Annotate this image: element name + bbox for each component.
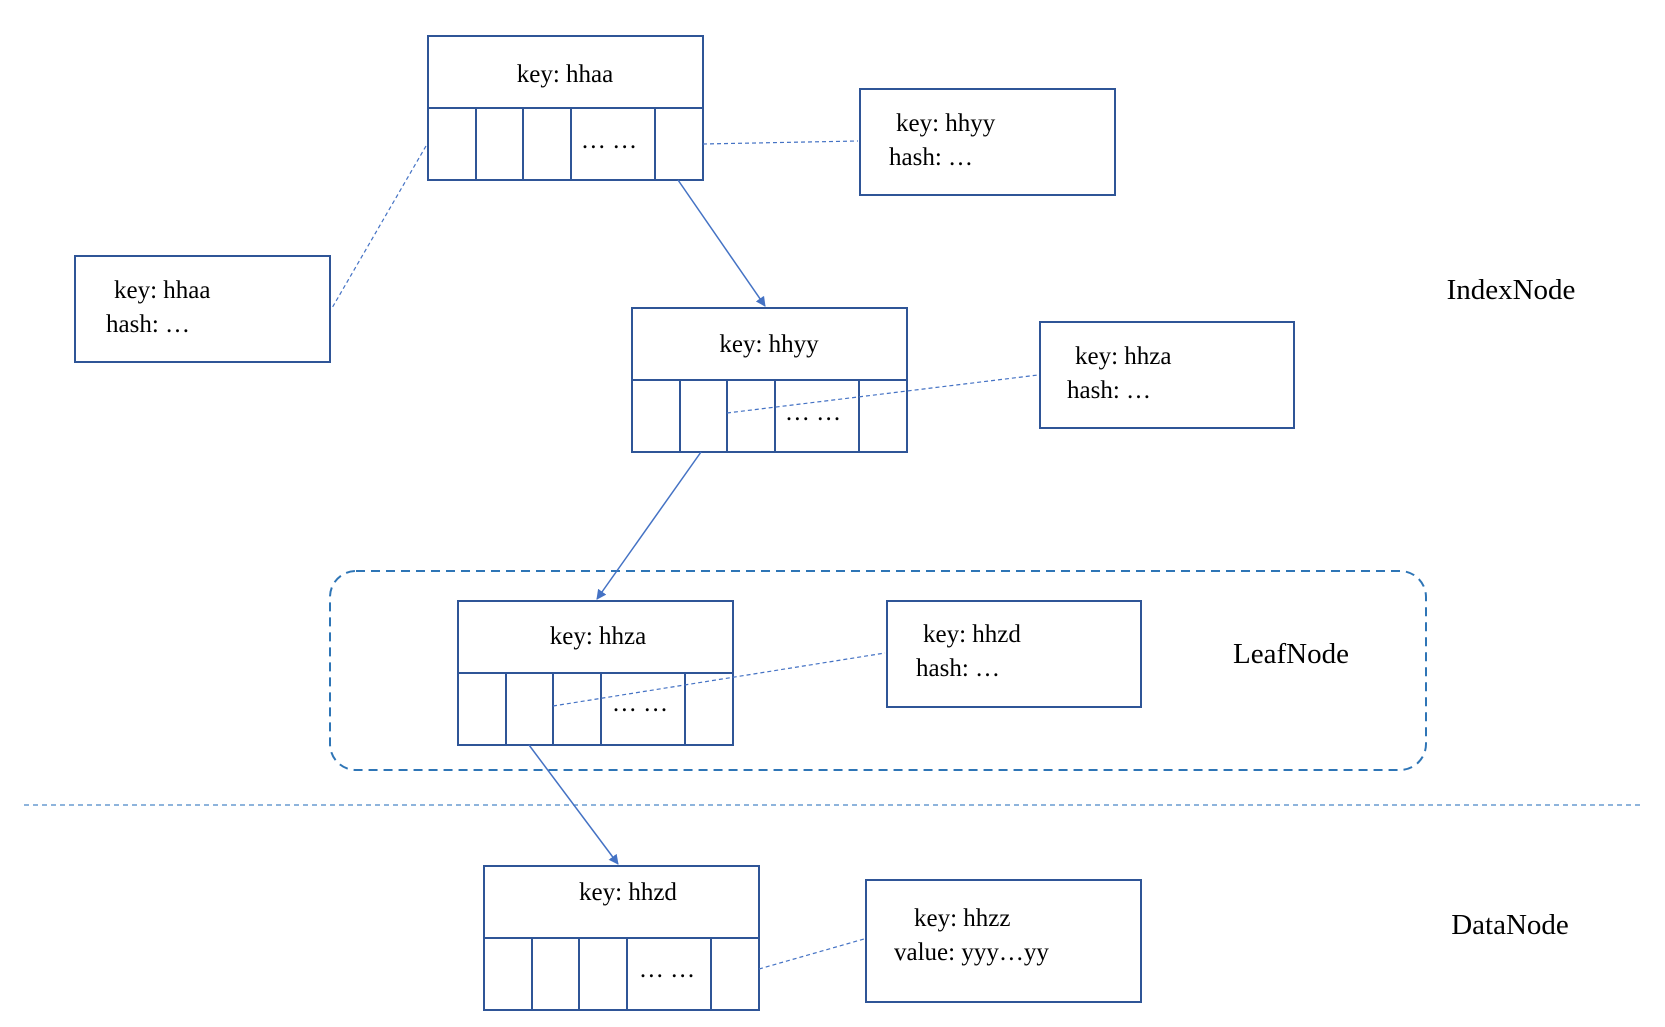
entry-hash: hash: … — [106, 311, 190, 338]
link-root-last-slot-to-hhyy — [702, 140, 859, 145]
node-ellipsis: … … — [639, 956, 695, 983]
node-key-label: key: hhaa — [517, 61, 613, 88]
level-label-leafnode: LeafNode — [1233, 638, 1349, 670]
entry-value: value: yyy…yy — [894, 939, 1049, 966]
entry-box-hhzd: key: hhzd hash: … — [886, 600, 1142, 708]
level-label-indexnode: IndexNode — [1447, 274, 1576, 306]
entry-key: key: hhza — [1075, 343, 1171, 370]
link-root-first-slot-to-hhaa — [331, 145, 427, 309]
entry-box-hhaa: key: hhaa hash: … — [74, 255, 331, 363]
entry-key: key: hhaa — [114, 277, 210, 304]
node-key-label: key: hhyy — [719, 331, 819, 358]
entry-box-hhzz: key: hhzz value: yyy…yy — [865, 879, 1142, 1003]
link-data-last-slot-to-hhzz — [758, 938, 865, 970]
node-ellipsis: … … — [785, 399, 841, 426]
entry-key: key: hhzd — [923, 621, 1021, 648]
entry-key: key: hhyy — [896, 110, 996, 137]
root-index-node: key: hhaa … … — [427, 35, 704, 181]
entry-hash: hash: … — [889, 144, 973, 171]
node-ellipsis: … … — [581, 127, 637, 154]
node-ellipsis: … … — [612, 690, 668, 717]
node-key-label: key: hhzd — [579, 879, 677, 906]
entry-box-hhyy: key: hhyy hash: … — [859, 88, 1116, 196]
node-key-label: key: hhza — [550, 623, 646, 650]
leaf-node-hhza: key: hhza … … — [457, 600, 734, 746]
link-index2-slot-to-hhza — [726, 374, 1039, 414]
index-node-hhyy: key: hhyy … … — [631, 307, 908, 453]
leaf-level-group — [329, 570, 1427, 771]
level-label-datanode: DataNode — [1451, 909, 1569, 941]
entry-hash: hash: … — [916, 655, 1000, 682]
arrow-index2-to-leaf — [596, 451, 702, 600]
entry-key: key: hhzz — [914, 905, 1010, 932]
link-leaf-slot-to-hhzd — [552, 652, 886, 707]
arrow-root-to-index2 — [677, 179, 766, 307]
entry-hash: hash: … — [1067, 377, 1151, 404]
entry-box-hhza: key: hhza hash: … — [1039, 321, 1295, 429]
arrow-leaf-to-data — [528, 744, 619, 865]
data-node-hhzd: key: hhzd … … — [483, 865, 760, 1011]
